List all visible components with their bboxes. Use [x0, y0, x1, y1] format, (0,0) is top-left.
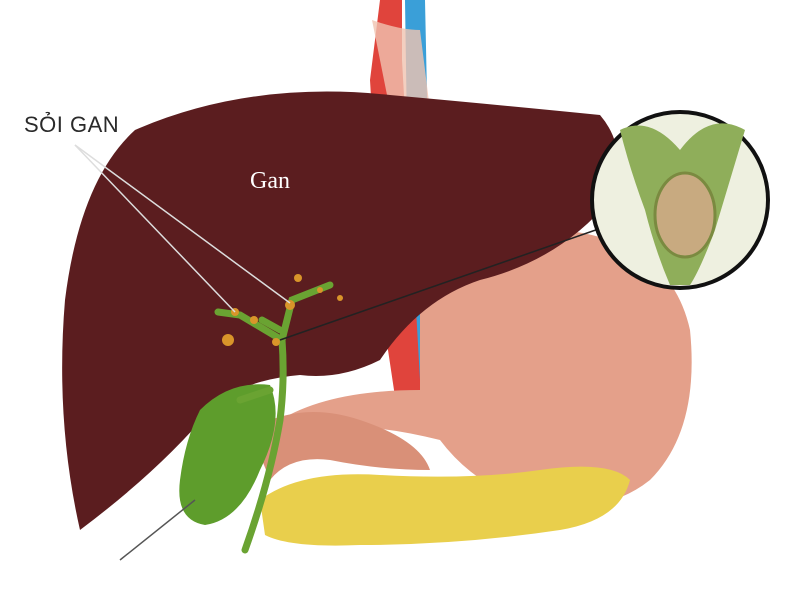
pointer-lines: [74, 144, 611, 561]
pancreas: [260, 466, 630, 546]
liver-stones: [222, 274, 343, 346]
gallbladder: [179, 384, 276, 525]
duodenum: [250, 412, 430, 480]
magnified-inset: [590, 110, 770, 290]
liver-stones-label: SỎI GAN: [24, 112, 120, 137]
esophagus: [372, 20, 430, 110]
bile-ducts: [214, 281, 334, 554]
stomach: [260, 230, 692, 507]
liver-label: Gan: [250, 168, 290, 194]
